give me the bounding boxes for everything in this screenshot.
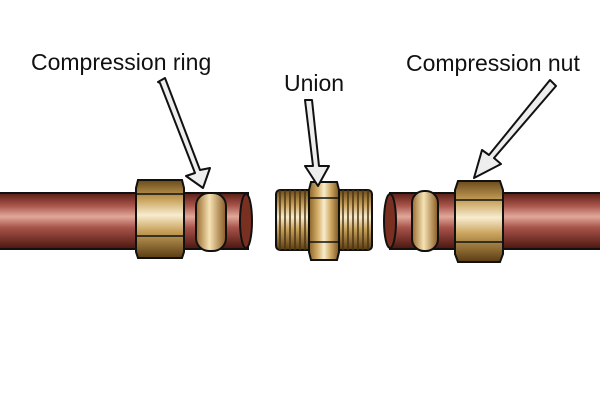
left-compression-nut [135, 179, 185, 259]
arrow-to-compression-ring [157, 77, 211, 189]
union-label: Union [284, 70, 345, 96]
union-threads-right [342, 190, 369, 250]
right-compression-nut [454, 180, 504, 263]
compression-nut-label: Compression nut [406, 50, 580, 76]
arrow-to-compression-nut [473, 79, 557, 179]
compression-ring-left [195, 192, 227, 252]
union-threads-left [279, 190, 306, 250]
union-fitting [275, 181, 373, 261]
compression-ring-right [411, 190, 439, 252]
arrow-to-union [304, 99, 330, 187]
compression-ring-label: Compression ring [31, 49, 212, 75]
